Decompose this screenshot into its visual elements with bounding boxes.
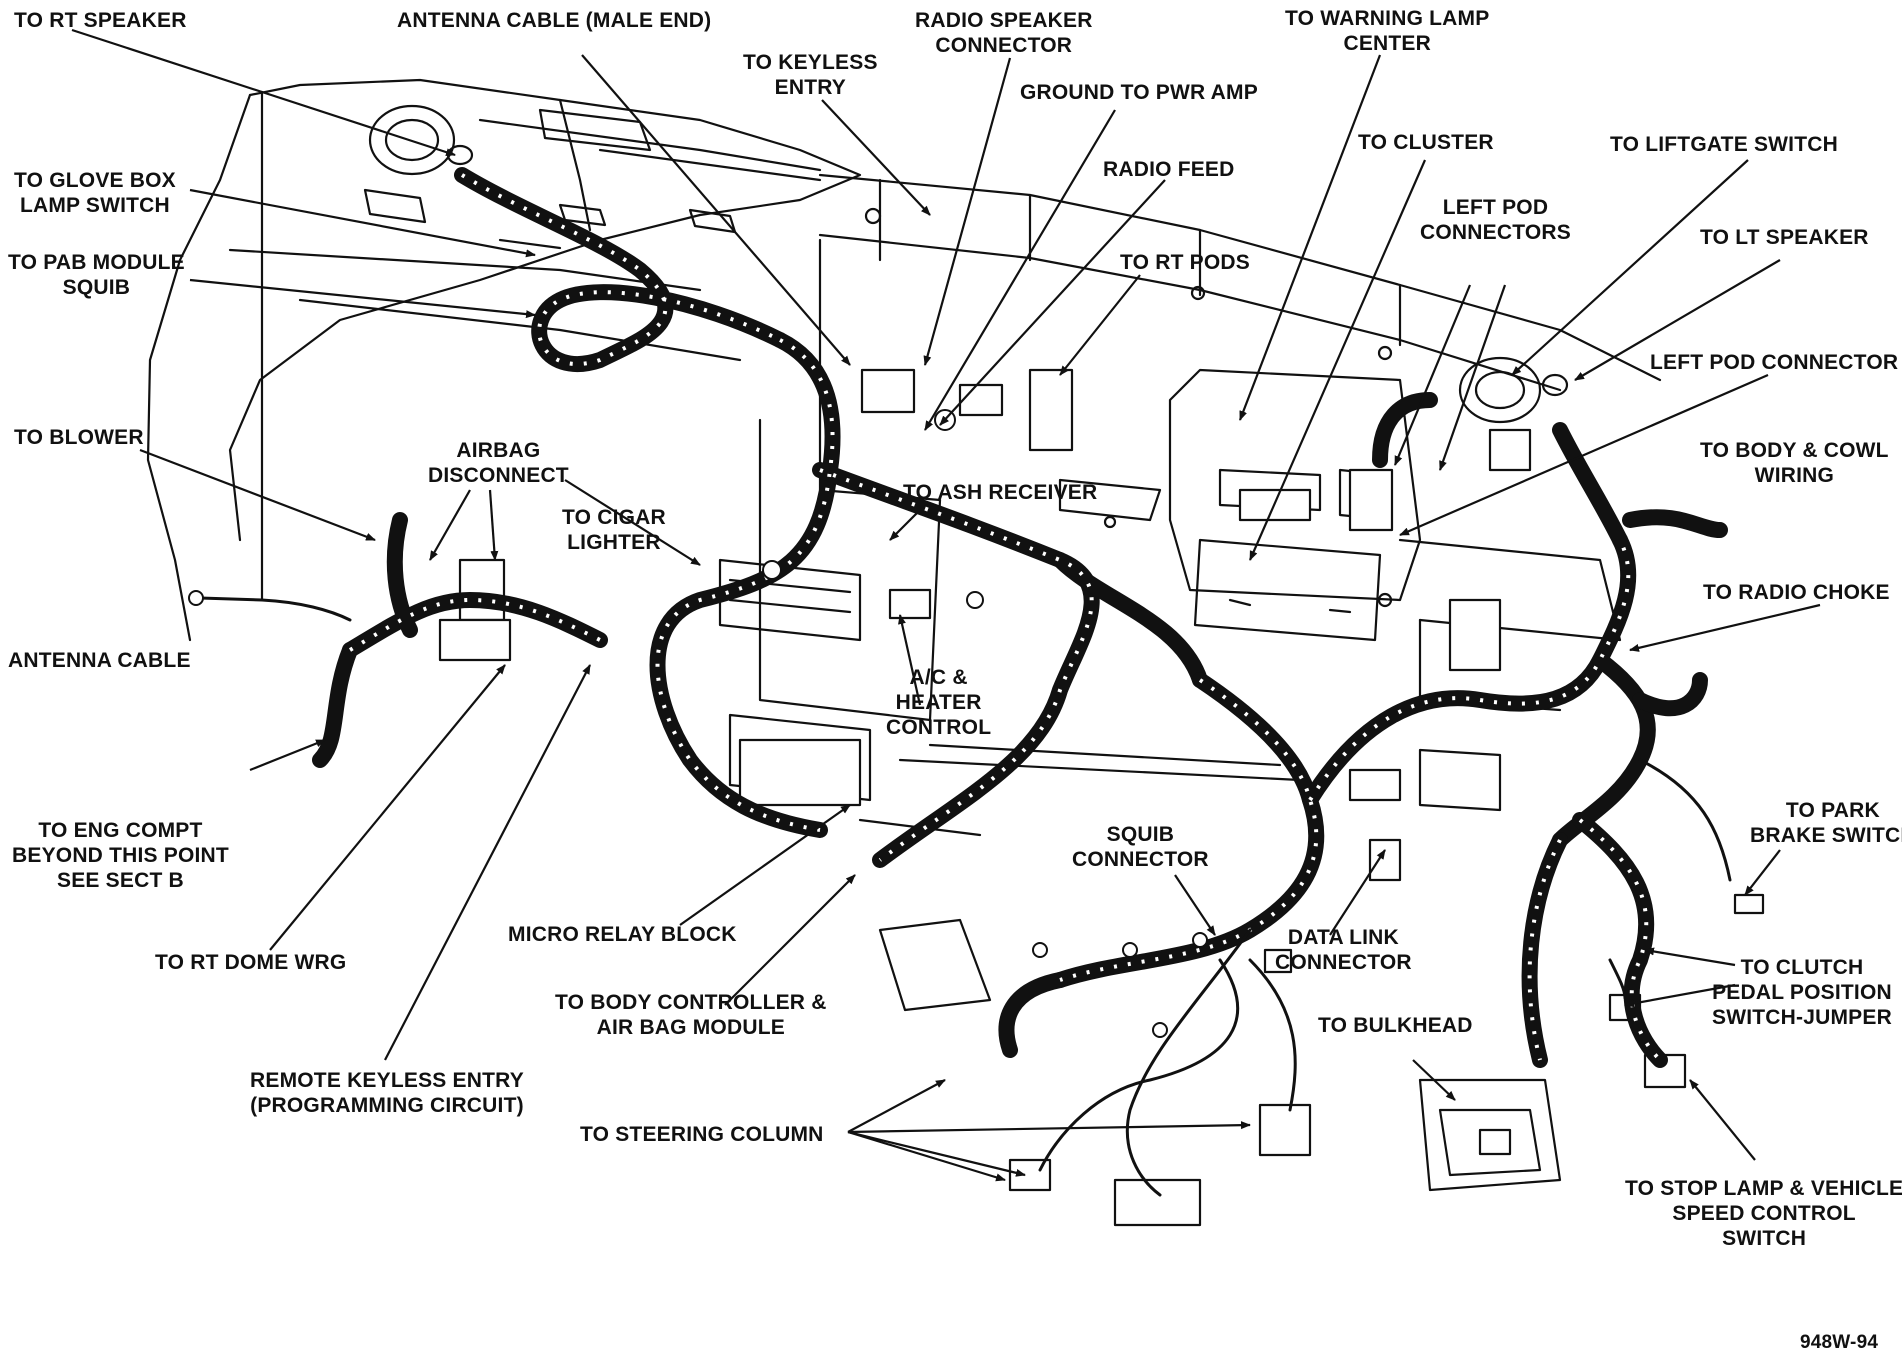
figure-id: 948W-94: [1800, 1332, 1879, 1353]
leader-lines: [71, 28, 1821, 1182]
label-to-stop-lamp: TO STOP LAMP & VEHICLE SPEED CONTROL SWI…: [1625, 1177, 1902, 1250]
label-radio-speaker-connector: RADIO SPEAKER CONNECTOR: [915, 9, 1093, 57]
lt-speaker: [1458, 356, 1569, 424]
label-to-warning-lamp-center: TO WARNING LAMP CENTER: [1285, 7, 1490, 55]
label-to-blower: TO BLOWER: [14, 426, 144, 449]
label-to-cluster: TO CLUSTER: [1358, 131, 1494, 154]
connectors: [438, 368, 1765, 1227]
rt-speaker: [368, 104, 474, 176]
label-to-radio-choke: TO RADIO CHOKE: [1703, 581, 1890, 604]
label-to-liftgate-switch: TO LIFTGATE SWITCH: [1610, 133, 1838, 156]
harness-wraps: [348, 173, 1662, 1062]
label-to-steering-column: TO STEERING COLUMN: [580, 1123, 824, 1146]
label-left-pod-connector: LEFT POD CONNECTOR: [1650, 351, 1899, 374]
label-data-link-connector: DATA LINK CONNECTOR: [1275, 926, 1412, 974]
label-ground-to-pwr-amp: GROUND TO PWR AMP: [1020, 81, 1258, 104]
label-to-rt-pods: TO RT PODS: [1120, 251, 1250, 274]
label-left-pod-connectors: LEFT POD CONNECTORS: [1420, 196, 1571, 244]
label-radio-feed: RADIO FEED: [1103, 158, 1235, 181]
label-antenna-cable-male-end: ANTENNA CABLE (MALE END): [397, 9, 712, 32]
label-to-ash-receiver: TO ASH RECEIVER: [903, 481, 1098, 504]
label-to-rt-dome-wrg: TO RT DOME WRG: [155, 951, 347, 974]
label-to-body-cowl-wiring: TO BODY & COWL WIRING: [1700, 439, 1889, 487]
thin-wires: [198, 596, 1732, 1197]
label-squib-connector: SQUIB CONNECTOR: [1072, 823, 1209, 871]
label-antenna-cable: ANTENNA CABLE: [8, 649, 191, 672]
label-airbag-disconnect: AIRBAG DISCONNECT: [428, 439, 569, 487]
label-to-clutch-pedal-position: TO CLUTCH PEDAL POSITION SWITCH-JUMPER: [1712, 956, 1892, 1029]
label-to-cigar-lighter: TO CIGAR LIGHTER: [562, 506, 666, 554]
label-to-body-controller-air-bag: TO BODY CONTROLLER & AIR BAG MODULE: [555, 991, 827, 1039]
label-micro-relay-block: MICRO RELAY BLOCK: [508, 923, 737, 946]
label-to-lt-speaker: TO LT SPEAKER: [1700, 226, 1869, 249]
label-to-pab-module-squib: TO PAB MODULE SQUIB: [8, 251, 185, 299]
label-to-park-brake-switch: TO PARK BRAKE SWITCH: [1750, 799, 1902, 847]
label-to-bulkhead: TO BULKHEAD: [1318, 1014, 1473, 1037]
label-ac-heater-control: A/C & HEATER CONTROL: [886, 666, 992, 739]
label-remote-keyless-entry: REMOTE KEYLESS ENTRY (PROGRAMMING CIRCUI…: [250, 1069, 524, 1117]
label-to-glove-box-lamp-switch: TO GLOVE BOX LAMP SWITCH: [14, 169, 176, 217]
label-to-eng-compt: TO ENG COMPT BEYOND THIS POINT SEE SECT …: [12, 819, 229, 892]
label-to-keyless-entry: TO KEYLESS ENTRY: [743, 51, 878, 99]
label-to-rt-speaker: TO RT SPEAKER: [14, 9, 187, 32]
